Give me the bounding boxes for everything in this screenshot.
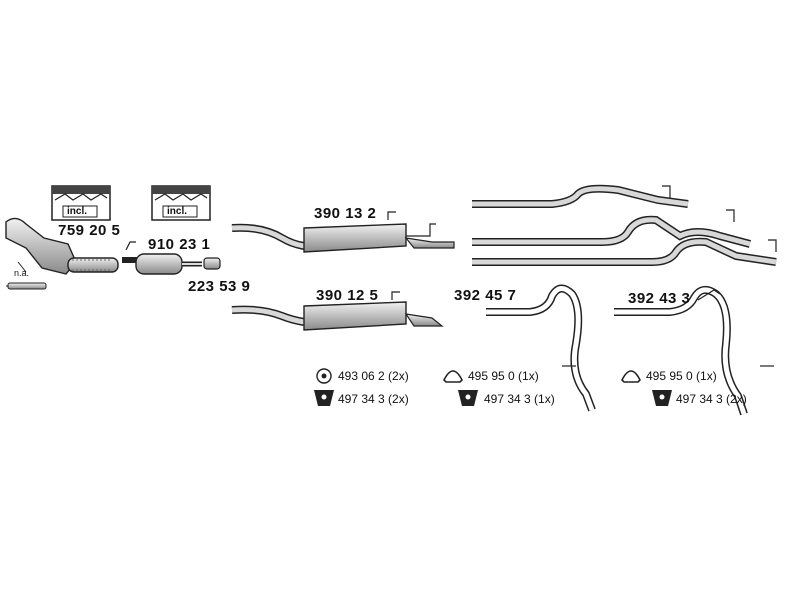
- catalyst-kit-box-icon[interactable]: [51, 185, 111, 221]
- long-pipe-3[interactable]: [472, 237, 777, 266]
- clamp-ring-icon-2[interactable]: [621, 370, 641, 383]
- catalyst-part-number[interactable]: 759 20 5: [58, 222, 121, 239]
- sensor-note: n.a.: [14, 268, 30, 278]
- rear-muffler-bottom-part-number[interactable]: 390 12 5: [316, 287, 379, 304]
- rubber-mount-icon-2[interactable]: [458, 390, 478, 406]
- accessory-mount-label[interactable]: 497 34 3 (2x): [338, 392, 409, 406]
- rear-muffler-top-part-number[interactable]: 390 13 2: [314, 205, 377, 222]
- tailpipe-2-part-number[interactable]: 392 43 3: [628, 290, 691, 307]
- rear-muffler-top[interactable]: [231, 211, 455, 253]
- oxygen-sensor[interactable]: [6, 261, 47, 290]
- accessory-mount-label-3[interactable]: 497 34 3 (2x): [676, 392, 747, 406]
- tailpipe-1-part-number[interactable]: 392 45 7: [454, 287, 517, 304]
- accessory-clamp-label-2[interactable]: 495 95 0 (1x): [646, 369, 717, 383]
- tailpipe-1[interactable]: [486, 284, 596, 412]
- accessory-ring-label[interactable]: 493 06 2 (2x): [338, 369, 409, 383]
- mounting-ring-icon[interactable]: [316, 368, 332, 384]
- accessory-clamp-label[interactable]: 495 95 0 (1x): [468, 369, 539, 383]
- catalytic-converter[interactable]: [5, 217, 119, 275]
- front-pipe-kit-box-icon[interactable]: [151, 185, 211, 221]
- rear-muffler-bottom[interactable]: [231, 291, 444, 331]
- catalyst-kit-label: incl.: [67, 206, 88, 217]
- tailpipe-2[interactable]: [614, 285, 774, 416]
- front-pipe-kit-label: incl.: [167, 206, 188, 217]
- long-pipe-2[interactable]: [472, 209, 752, 248]
- rubber-mount-icon-3[interactable]: [652, 390, 672, 406]
- accessory-mount-label-2[interactable]: 497 34 3 (1x): [484, 392, 555, 406]
- pipe-clamp[interactable]: [203, 257, 221, 270]
- front-pipe-silencer[interactable]: [122, 241, 202, 275]
- clamp-part-number[interactable]: 223 53 9: [188, 278, 251, 295]
- long-pipe-1[interactable]: [472, 184, 689, 208]
- clamp-ring-icon[interactable]: [443, 370, 463, 383]
- rubber-mount-icon[interactable]: [314, 390, 334, 406]
- front-pipe-part-number[interactable]: 910 23 1: [148, 236, 211, 253]
